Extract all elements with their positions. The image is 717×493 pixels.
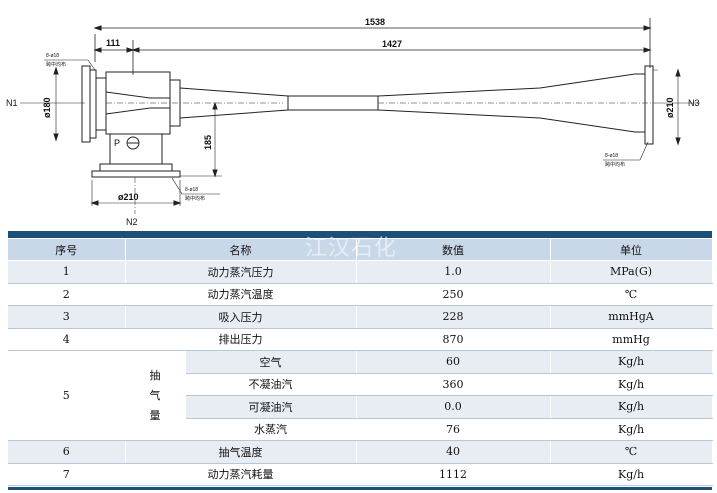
bolt-spec-n2: 8-ø18 <box>185 187 198 193</box>
nozzle-n3-label: N3 <box>688 98 700 108</box>
dim-n3-dia: ø210 <box>665 97 675 118</box>
table-row: 3 吸入压力 228 mmHgA <box>8 305 713 329</box>
table-row: 水蒸汽 76 Kg/h <box>8 418 713 441</box>
table-row: 5 抽 气 量 空气 60 Kg/h <box>8 350 713 441</box>
bolt-note-n2: 跨中均布 <box>185 195 205 202</box>
table-row: 4 排出压力 870 mmHg <box>8 328 713 351</box>
dim-n1-dia: ø180 <box>42 97 52 118</box>
bolt-spec-n1: 8-ø18 <box>46 53 59 59</box>
dim-total: 1538 <box>365 17 385 27</box>
nozzle-n2-label: N2 <box>126 217 138 227</box>
nozzle-p-label: P <box>114 138 120 148</box>
header-value: 数值 <box>356 238 551 261</box>
dim-n2-dia: ø210 <box>118 192 139 202</box>
bolt-note-n1: 跨中均布 <box>46 61 66 68</box>
table-bottom-rule <box>8 487 712 490</box>
spec-table: 序号 名称 数值 单位 1 动力蒸汽压力 1.0 MPa(G) 2 动力蒸汽温度… <box>8 231 713 486</box>
nozzle-n1-label: N1 <box>6 98 18 108</box>
table-top-band <box>8 231 713 239</box>
ejector-drawing: 1538 111 1427 8-ø18 跨中均布 N1 ø180 ø210 N3… <box>6 17 700 227</box>
dim-body: 1427 <box>382 39 402 49</box>
header-no: 序号 <box>8 238 126 261</box>
group-no: 5 <box>8 350 126 441</box>
bolt-note-n3: 跨中均布 <box>605 161 625 168</box>
table-row: 6 抽气温度 40 ℃ <box>8 440 713 464</box>
header-name: 名称 <box>125 238 357 261</box>
group-label: 抽 气 量 <box>125 350 186 441</box>
header-unit: 单位 <box>550 238 713 261</box>
table-row: 1 动力蒸汽压力 1.0 MPa(G) <box>8 260 713 284</box>
table-row: 可凝油汽 0.0 Kg/h <box>8 395 713 419</box>
table-row: 不凝油汽 360 Kg/h <box>8 373 713 396</box>
bolt-spec-n3: 8-ø18 <box>605 153 618 159</box>
dim-height: 185 <box>203 135 213 150</box>
table-row: 7 动力蒸汽耗量 1112 Kg/h <box>8 463 713 486</box>
table-header-row: 序号 名称 数值 单位 <box>8 238 713 261</box>
table-row: 2 动力蒸汽温度 250 ℃ <box>8 283 713 306</box>
dim-inlet: 111 <box>106 38 120 48</box>
